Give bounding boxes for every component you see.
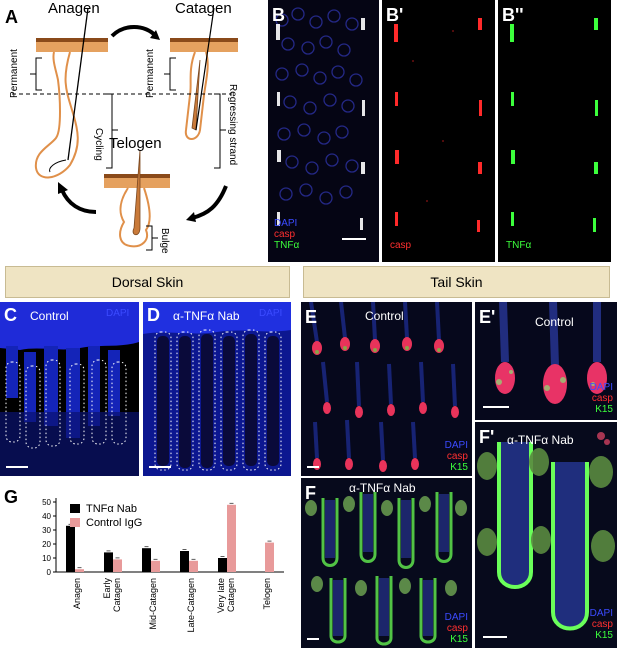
panel-b2-label: B'': [502, 5, 524, 25]
y-tick-label: 0: [47, 568, 52, 577]
panel-d-label: D: [147, 305, 160, 325]
panel-b1: B' casp: [382, 0, 495, 262]
legend-label: Control IgG: [86, 517, 142, 529]
bracket-permanent-left: Permanent: [8, 49, 20, 98]
bar-tnf-nab: [218, 558, 227, 572]
panel-e-title: Control: [365, 309, 404, 323]
bar-control-igg: [75, 569, 84, 572]
legend-swatch: [70, 518, 80, 527]
panel-f-title: α-TNFα Nab: [349, 481, 416, 495]
panel-a: A: [0, 0, 268, 262]
panel-f1-title: α-TNFα Nab: [507, 433, 574, 447]
panel-b2: B'' TNFα: [498, 0, 611, 262]
panel-f1-label: F': [479, 427, 495, 447]
bar-control-igg: [227, 504, 236, 572]
y-tick-label: 40: [42, 512, 51, 521]
panel-e-label: E: [305, 307, 318, 327]
bracket-bulge: Bulge: [159, 228, 170, 254]
category-label: Telogen: [262, 578, 272, 610]
scale-bar: [342, 238, 366, 240]
y-tick-label: 10: [42, 554, 51, 563]
panel-f1-channels: DAPI casp K15: [590, 608, 613, 641]
panel-c-title: Control: [30, 309, 69, 323]
bar-tnf-nab: [180, 551, 189, 572]
channel-casp: casp: [446, 451, 468, 462]
channel-casp: casp: [274, 229, 296, 240]
scale-bar: [307, 638, 319, 640]
panel-e1: E' Control DAPI casp K15: [475, 302, 617, 420]
stage-anagen: Anagen: [48, 0, 100, 17]
channel-dapi: DAPI: [444, 612, 468, 623]
bar-control-igg: [151, 560, 160, 572]
y-tick-label: 20: [42, 540, 51, 549]
channel-k15: K15: [450, 634, 468, 645]
category-label: Mid-Catagen: [148, 578, 158, 630]
panel-g-label: G: [4, 487, 19, 507]
bar-tnf-nab: [66, 525, 75, 572]
panel-b-label: B: [272, 5, 285, 25]
category-label: Very lateCatagen: [216, 578, 236, 613]
panel-b-channels: DAPI casp TNFα: [274, 218, 299, 251]
panel-f-label: F: [305, 483, 316, 503]
panel-e-channels: DAPI casp K15: [445, 440, 468, 473]
channel-tnf: TNFα: [506, 240, 532, 251]
panel-e1-title: Control: [535, 315, 574, 329]
legend-swatch: [70, 504, 80, 513]
channel-k15: K15: [595, 404, 613, 415]
channel-casp: casp: [591, 619, 613, 630]
y-tick-label: 50: [42, 498, 51, 507]
bar-control-igg: [189, 560, 198, 572]
panel-f-channels: DAPI casp K15: [445, 612, 468, 645]
tail-skin-banner: Tail Skin: [303, 266, 610, 298]
hair-cycle-diagram: [12, 7, 238, 251]
panel-f1: F' α-TNFα Nab DAPI casp K15: [475, 422, 617, 648]
channel-casp: casp: [446, 623, 468, 634]
bracket-cycling: Cycling: [93, 128, 104, 161]
bar-control-igg: [113, 559, 122, 572]
scale-bar: [149, 466, 171, 468]
channel-dapi: DAPI: [589, 608, 613, 619]
bar-control-igg: [265, 542, 274, 572]
scale-bar: [483, 406, 509, 408]
channel-dapi: DAPI: [444, 440, 468, 451]
panel-f: F α-TNFα Nab DAPI casp K15: [301, 478, 472, 648]
panel-e1-label: E': [479, 307, 496, 327]
channel-dapi: DAPI: [589, 382, 613, 393]
panel-e1-channels: DAPI casp K15: [590, 382, 613, 415]
channel-k15: K15: [595, 630, 613, 641]
bar-tnf-nab: [104, 552, 113, 572]
legend-label: TNFα Nab: [86, 503, 137, 515]
category-label: Anagen: [72, 578, 82, 609]
panel-d-title: α-TNFα Nab: [173, 309, 240, 323]
channel-casp: casp: [591, 393, 613, 404]
scale-bar: [6, 466, 28, 468]
channel-dapi: DAPI: [106, 308, 130, 319]
stage-telogen: Telogen: [109, 135, 162, 152]
bracket-regressing-strand: Regressing strand: [227, 84, 238, 166]
category-label: EarlyCatagen: [102, 578, 122, 613]
panel-b1-label: B': [386, 5, 404, 25]
channel-dapi: DAPI: [274, 218, 298, 229]
channel-tnf: TNFα: [274, 240, 300, 251]
channel-casp: casp: [390, 240, 412, 251]
channel-k15: K15: [450, 462, 468, 473]
panel-c: C Control DAPI: [0, 302, 139, 476]
category-label: Late-Catagen: [186, 578, 196, 633]
panel-d: D α-TNFα Nab DAPI: [143, 302, 291, 476]
scale-bar: [483, 636, 507, 638]
bracket-permanent-right: Permanent: [144, 49, 156, 98]
panel-c-label: C: [4, 305, 17, 325]
stage-catagen: Catagen: [175, 0, 232, 17]
panel-e: E Control DAPI casp K15: [301, 302, 472, 476]
panel-b: B DAPI casp TNFα: [268, 0, 379, 262]
bar-tnf-nab: [142, 548, 151, 572]
panel-a-label: A: [5, 7, 18, 27]
scale-bar: [307, 466, 319, 468]
y-tick-label: 30: [42, 526, 51, 535]
dorsal-skin-banner: Dorsal Skin: [5, 266, 290, 298]
channel-dapi: DAPI: [259, 308, 283, 319]
